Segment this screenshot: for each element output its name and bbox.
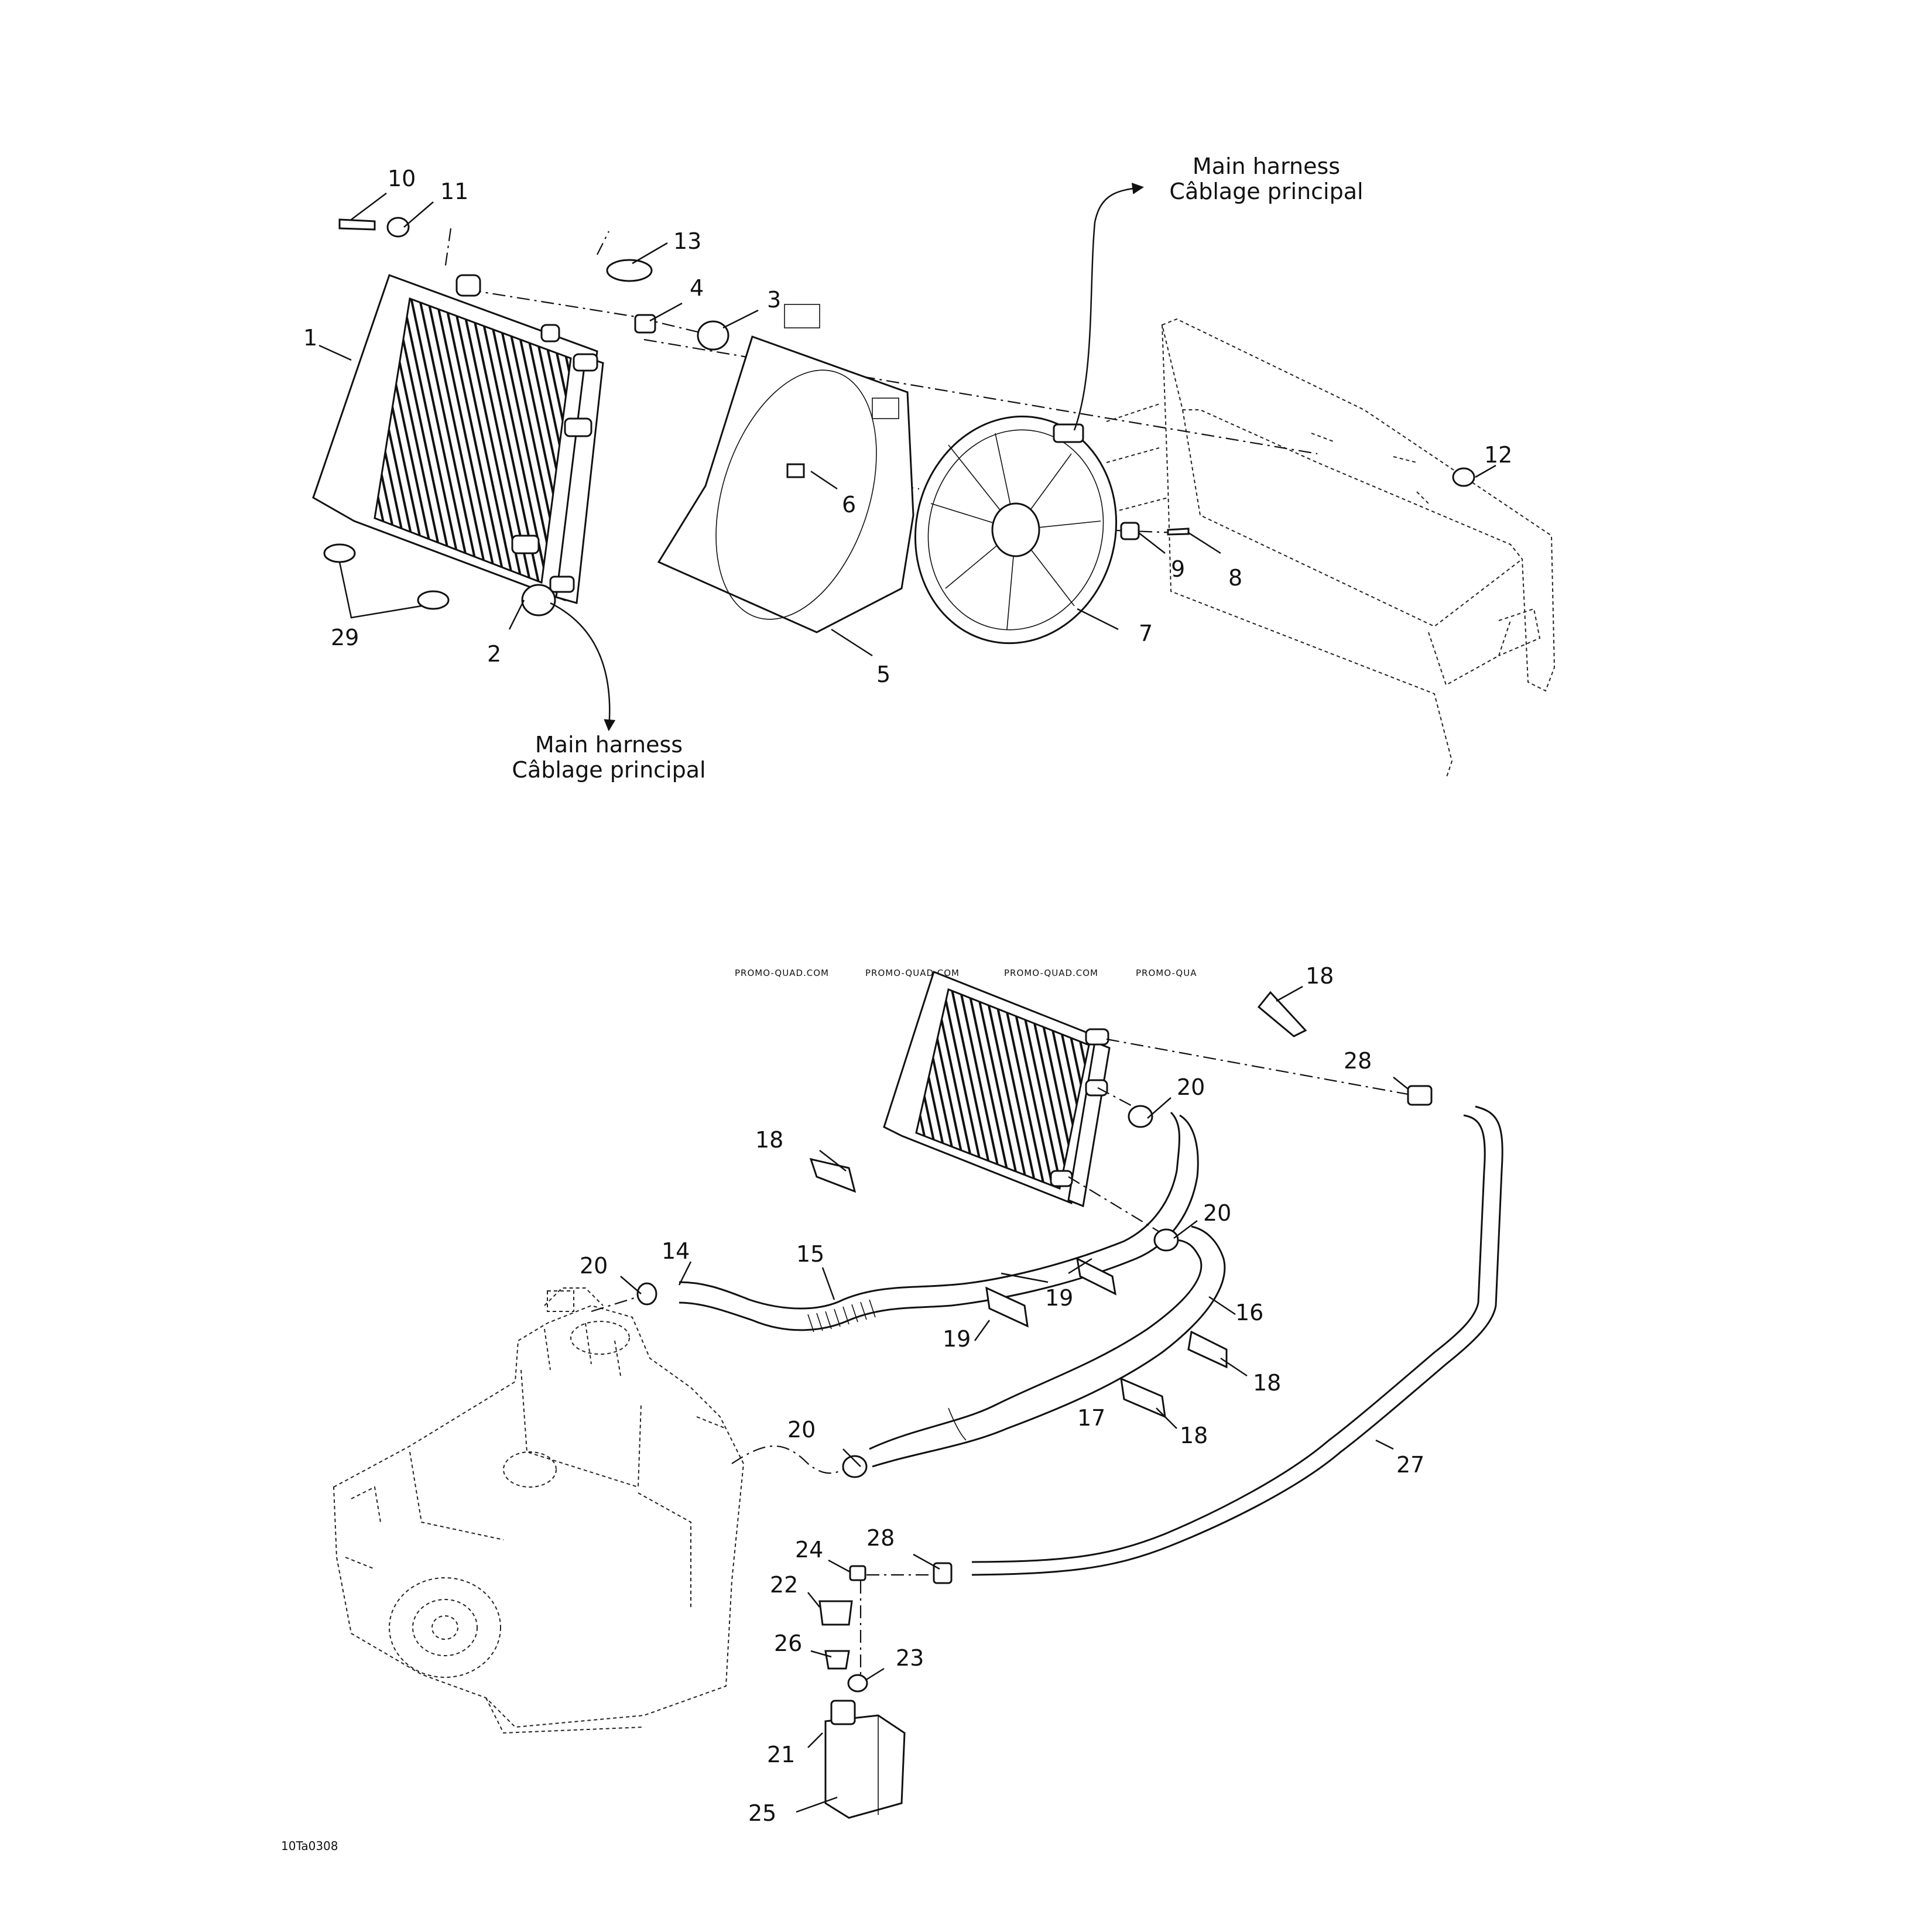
adapter-part-26 [824,1650,850,1670]
callout-23: 23 [896,1645,924,1671]
callout-16: 16 [1235,1300,1263,1325]
callout-20-b: 20 [1203,1200,1231,1226]
callout-29: 29 [331,625,359,650]
watermark-3: PROMO-QUAD.COM [1004,968,1098,978]
tie-part-18-c [1187,1330,1228,1369]
callout-3: 3 [767,287,781,313]
callout-10: 10 [388,166,416,191]
callout-4: 4 [690,275,704,301]
harness-arrow-top [1073,183,1144,431]
overflow-hose-part-27 [971,1105,1503,1576]
fan-shroud-part-5 [657,304,914,633]
callout-18-c: 18 [1253,1370,1281,1396]
top-assembly: 1 2 3 4 5 6 7 8 9 10 11 12 13 29 Main ha… [303,153,1556,783]
callout-28-b: 28 [866,1525,895,1551]
callout-27: 27 [1396,1452,1424,1478]
grommet-part-29-b [417,590,450,610]
callout-2: 2 [487,641,501,667]
bracket-part-9 [1120,522,1140,540]
callout-7: 7 [1139,621,1153,646]
callout-20-d: 20 [787,1417,816,1443]
radiator-part-1 [312,274,604,604]
connector-part-2 [521,584,556,616]
grommet-part-3 [697,320,729,351]
watermark-4: PROMO-QUA [1136,968,1197,978]
tie-part-18-a [1257,991,1307,1037]
clamp-part-28-a [1407,1085,1433,1106]
lower-hose-part-16-17 [869,1225,1226,1468]
radiator-lower [883,971,1111,1208]
grommet-part-29-a [323,543,356,563]
harness-note-top-en: Main harness [1193,153,1340,179]
figure-code: 10Ta0308 [281,1839,338,1853]
radiator-cap-part-13 [606,259,653,282]
screw-part-8 [1167,527,1190,536]
tie-part-19-b [985,1286,1029,1328]
callout-19-a: 19 [1045,1285,1073,1311]
callout-18-d: 18 [1180,1423,1208,1448]
callout-18-a: 18 [1306,963,1334,989]
callout-15: 15 [796,1241,824,1267]
harness-note-bottom-fr: Câblage principal [512,757,705,783]
harness-note-bottom-en: Main harness [535,732,683,758]
clamp-part-20-a [1128,1105,1153,1128]
fan-part-7 [914,415,1118,645]
callout-28-a: 28 [1344,1048,1372,1074]
reservoir-part-21-25 [824,1700,906,1819]
callout-11: 11 [440,179,468,204]
watermark-1: PROMO-QUAD.COM [735,968,829,978]
grommet-part-23 [847,1674,868,1693]
clamp-part-20-c [636,1282,657,1306]
callout-9: 9 [1171,556,1185,582]
callout-18-b: 18 [755,1127,783,1153]
nut-part-12 [1452,467,1475,487]
bottom-assembly: PROMO-QUAD.COM PROMO-QUAD.COM PROMO-QUAD… [333,963,1503,1826]
washer-part-11 [386,217,410,238]
tie-part-18-b [809,1157,857,1193]
callout-19-b: 19 [943,1326,971,1352]
harness-note-top-fr: Câblage principal [1169,179,1363,204]
clamp-part-20-b [1153,1228,1179,1252]
clamp-part-20-d [842,1455,868,1478]
reservoir-cap-part-22 [818,1600,853,1626]
callout-6: 6 [842,492,856,518]
callout-26: 26 [774,1630,802,1656]
nut-part-6 [786,463,805,478]
engine [333,1287,745,1734]
callout-22: 22 [770,1572,798,1598]
callout-25: 25 [748,1800,776,1826]
upper-hose-part-14-15 [679,1111,1199,1332]
callout-20-c: 20 [580,1253,608,1279]
callout-21: 21 [767,1742,795,1767]
callout-1: 1 [303,325,317,351]
screw-part-10 [338,218,376,231]
spacer-part-4 [634,314,656,334]
callout-14: 14 [662,1238,690,1264]
callout-5: 5 [876,662,890,687]
callout-13: 13 [673,228,701,254]
harness-arrow-bottom [550,602,616,731]
clamp-part-28-b [933,1562,953,1584]
callout-8: 8 [1228,565,1242,591]
vehicle-frame [1100,318,1556,779]
callout-24: 24 [795,1537,823,1563]
tie-part-19-a [1076,1257,1116,1296]
callout-20-a: 20 [1177,1074,1205,1100]
callout-17: 17 [1077,1405,1105,1431]
callout-12: 12 [1484,442,1512,468]
fitting-part-24 [849,1565,866,1581]
